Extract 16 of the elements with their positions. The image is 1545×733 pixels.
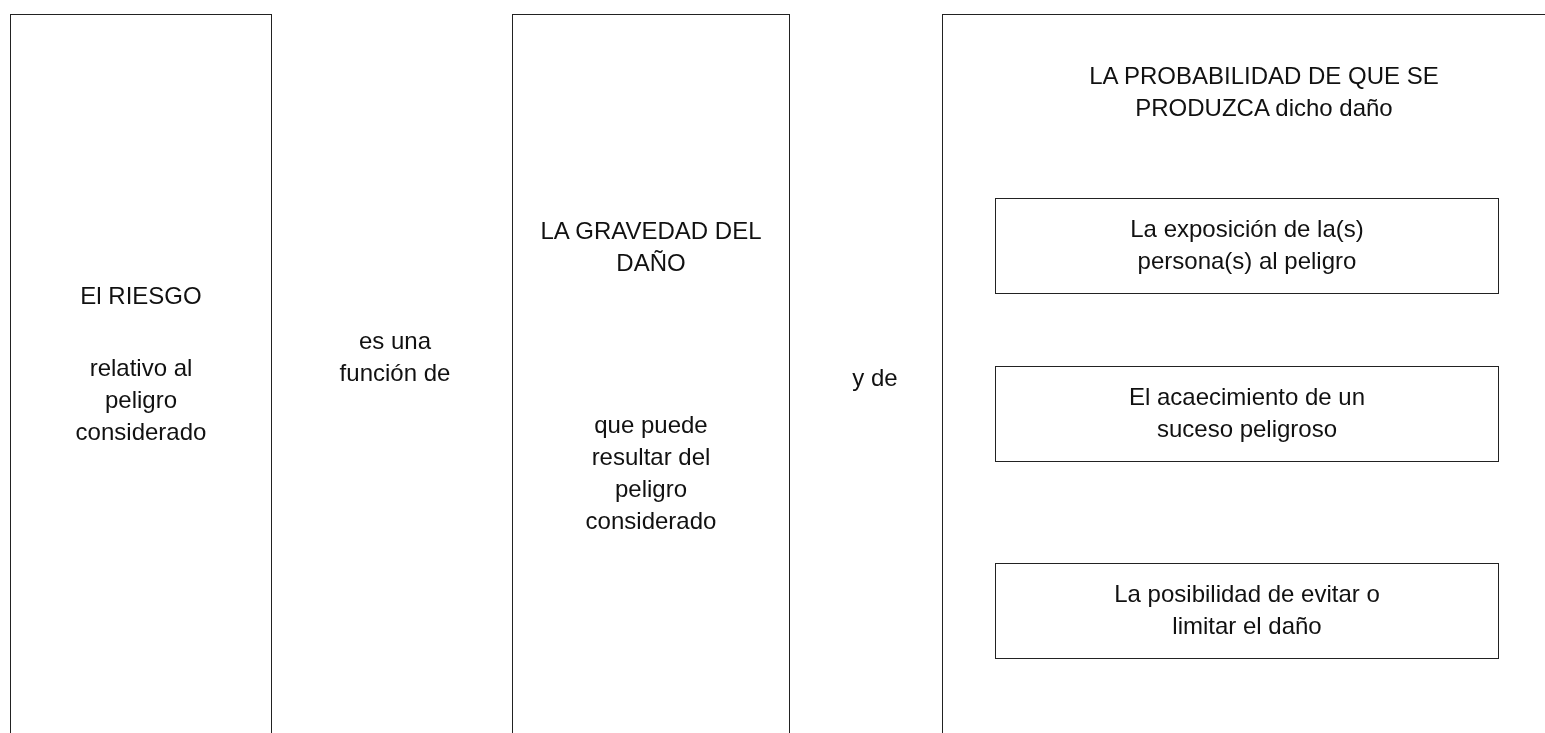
- heading-text: El RIESGO: [79, 281, 203, 311]
- heading-text: LA GRAVEDAD DEL DAÑO: [539, 216, 763, 278]
- factor-box: [995, 563, 1499, 659]
- connecting-text: y de: [851, 363, 899, 393]
- body-text: relativo al peligro considerado: [74, 353, 208, 447]
- column-box: [942, 14, 1545, 733]
- box-text: El acaecimiento de un suceso peligroso: [1127, 382, 1367, 444]
- box-text: La exposición de la(s) persona(s) al peligro: [1129, 214, 1365, 276]
- factor-box: [995, 198, 1499, 294]
- column-box: [10, 14, 272, 733]
- connecting-text: es una función de: [338, 326, 452, 388]
- box-text: La posibilidad de evitar o limitar el daño: [1113, 579, 1381, 641]
- column-box: [512, 14, 790, 733]
- factor-box: [995, 366, 1499, 462]
- heading-text: LA PROBABILIDAD DE QUE SE PRODUZCA dicho daño: [1088, 61, 1440, 123]
- body-text: que puede resultar del peligro considerado: [584, 410, 718, 536]
